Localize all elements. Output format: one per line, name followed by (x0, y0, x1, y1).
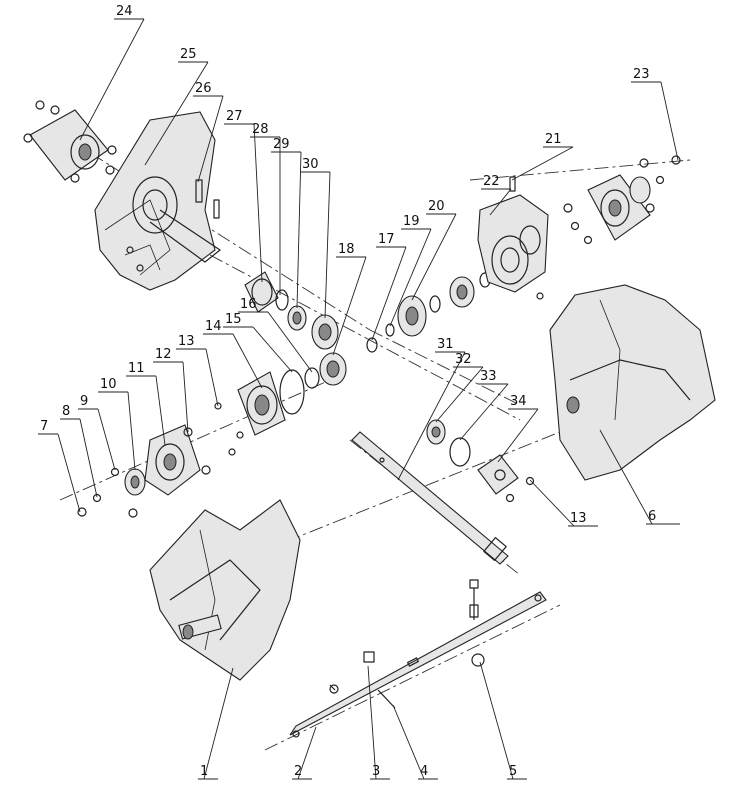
callout-leader-18 (332, 256, 367, 356)
callout-leader-12 (182, 361, 189, 433)
callout-leader-26 (197, 95, 224, 183)
callout-leader-13 (205, 348, 219, 407)
callout-label-29: 29 (273, 137, 290, 152)
callout-label-18: 18 (338, 242, 355, 257)
callout-label-15: 15 (225, 312, 242, 327)
parts-17-20-spacer-bearing (366, 272, 491, 353)
callout-label-30: 30 (302, 157, 319, 172)
callout-label-5: 5 (509, 764, 517, 779)
part-2-lower-shaft (289, 591, 547, 738)
callout-leader-33 (459, 383, 509, 441)
callout-leader-4 (392, 704, 425, 780)
callout-leader-lines (38, 18, 680, 780)
parts-14-18-bearing-cover (214, 352, 347, 456)
callout-leader-14 (232, 333, 263, 389)
callout-leader-16 (267, 311, 313, 373)
part-23-flange-bearing (563, 155, 681, 245)
part-31-shaft (351, 431, 509, 565)
callout-label-24: 24 (116, 4, 133, 19)
callout-leader-27 (253, 123, 263, 283)
callout-label-23: 23 (633, 67, 650, 82)
callout-label-4: 4 (420, 764, 428, 779)
callout-label-13b: 13 (570, 511, 587, 526)
callout-leader-32 (435, 366, 484, 423)
callout-leader-17 (371, 246, 407, 341)
callout-leader-3 (367, 665, 377, 780)
callout-label-1: 1 (200, 764, 208, 779)
callout-leader-13b (529, 479, 575, 527)
part-1-auger-left (149, 499, 301, 681)
callout-leader-15 (252, 326, 293, 373)
part-25-housing (94, 111, 221, 291)
callout-label-28: 28 (252, 122, 269, 137)
callout-label-7: 7 (40, 419, 48, 434)
callout-leader-11 (155, 375, 166, 446)
callout-leader-2 (297, 726, 317, 780)
callout-label-2: 2 (294, 764, 302, 779)
callout-leader-34 (497, 408, 539, 463)
callout-label-31: 31 (437, 337, 454, 352)
callout-label-19: 19 (403, 214, 420, 229)
callout-label-20: 20 (428, 199, 445, 214)
callout-leader-6 (599, 429, 653, 525)
callout-leader-30 (324, 171, 331, 319)
part-24-flange-bearing (23, 100, 117, 183)
callout-label-27: 27 (226, 109, 243, 124)
callout-leader-25 (144, 61, 209, 166)
callout-leader-31 (397, 351, 466, 481)
callout-label-34: 34 (510, 394, 527, 409)
callout-leader-8 (79, 418, 98, 498)
callout-label-12: 12 (155, 347, 172, 362)
callout-label-17: 17 (378, 232, 395, 247)
parts-3-5-fasteners (329, 579, 485, 709)
callout-leader-24 (79, 18, 145, 141)
callout-leader-21 (511, 146, 574, 181)
callout-leader-20 (411, 213, 457, 301)
part-22-gearbox (477, 176, 549, 300)
callout-label-11: 11 (128, 361, 145, 376)
callout-label-22: 22 (483, 174, 500, 189)
callout-label-13: 13 (178, 334, 195, 349)
callout-label-3: 3 (372, 764, 380, 779)
callout-leader-22 (489, 188, 512, 216)
callout-leader-19 (389, 228, 432, 327)
callout-leader-5 (479, 661, 514, 780)
callout-leader-10 (127, 391, 136, 471)
callout-leader-7 (57, 433, 81, 513)
callout-label-26: 26 (195, 81, 212, 96)
callout-leader-23 (660, 81, 679, 161)
callout-label-9: 9 (80, 394, 88, 409)
part-6-auger-right (549, 284, 716, 481)
callout-label-14: 14 (205, 319, 222, 334)
callout-leader-9 (97, 408, 116, 471)
callout-leader-29 (296, 151, 302, 309)
callout-label-21: 21 (545, 132, 562, 147)
callout-label-25: 25 (180, 47, 197, 62)
callout-label-6: 6 (648, 509, 656, 524)
parts-27-30-bearing-stack (244, 271, 339, 350)
callout-leader-1 (203, 667, 234, 780)
callout-label-33: 33 (480, 369, 497, 384)
parts-7-12-flange-bearing (77, 424, 211, 518)
callout-label-10: 10 (100, 377, 117, 392)
parts-32-34-cover (426, 419, 535, 503)
callout-label-32: 32 (455, 352, 472, 367)
callout-label-8: 8 (62, 404, 70, 419)
callout-label-16: 16 (240, 297, 257, 312)
